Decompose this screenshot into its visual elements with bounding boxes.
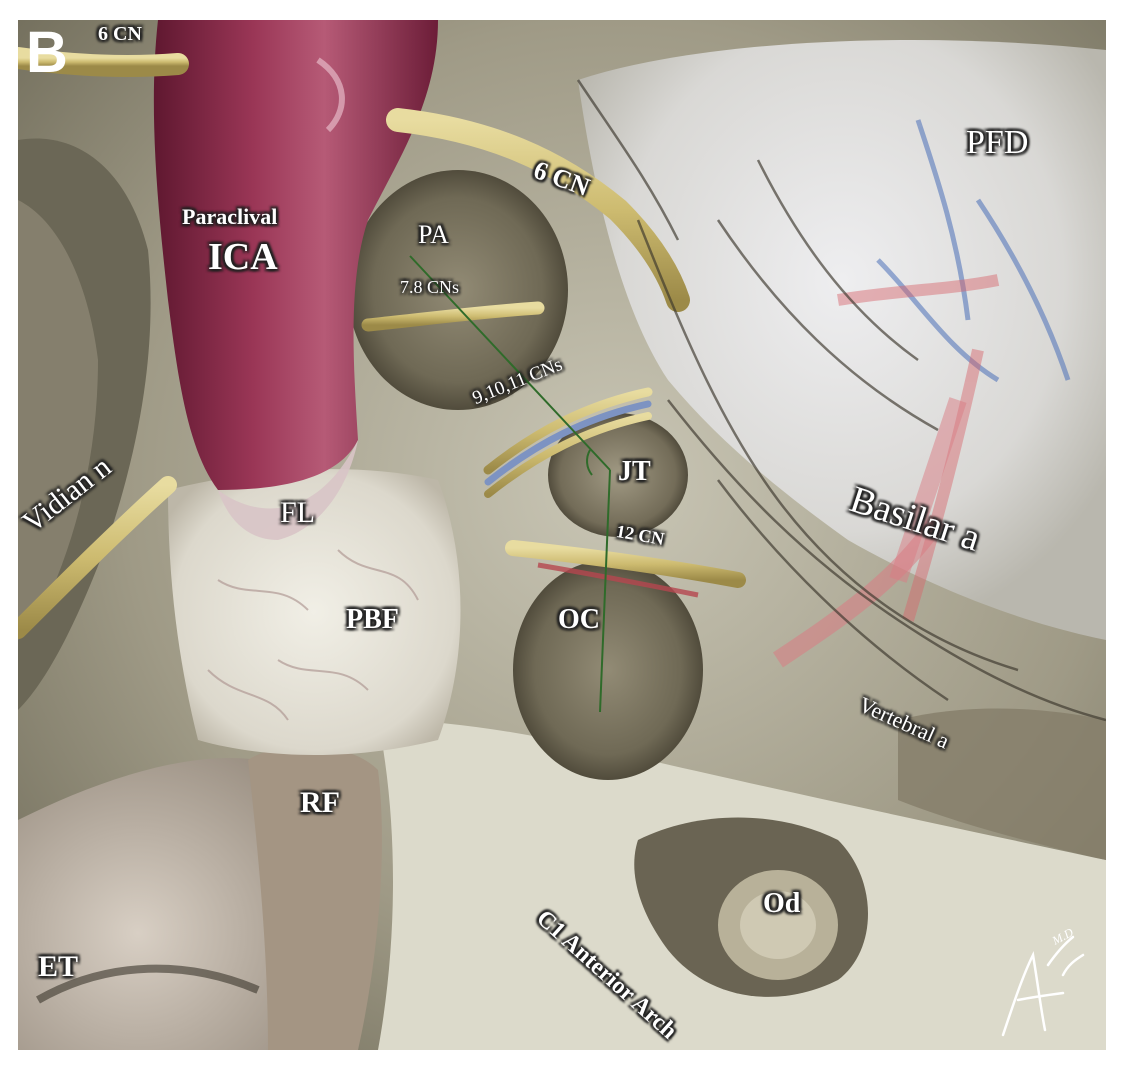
label-fl: FL [280, 496, 316, 529]
artist-signature: M.D [1001, 925, 1085, 1037]
label-6-cn-top: 6 CN [98, 23, 142, 45]
label-pfd: PFD [966, 124, 1029, 161]
illustration-artwork [18, 20, 1106, 1050]
label-paraclival: Paraclival [182, 204, 278, 229]
panel-letter: B [26, 20, 68, 85]
label-et: ET [38, 950, 79, 983]
label-pbf: PBF [346, 604, 399, 635]
label-ica: ICA [208, 236, 278, 278]
label-oc: OC [558, 604, 600, 635]
label-7-8-cns: 7.8 CNs [400, 277, 460, 297]
label-od: Od [763, 888, 801, 919]
label-pa: PA [418, 220, 449, 249]
anatomical-illustration: B 6 CN 6 CN PFD Paraclival ICA PA 7.8 CN… [18, 20, 1106, 1050]
label-rf: RF [300, 786, 340, 819]
label-jt: JT [618, 456, 651, 487]
svg-text:M.D: M.D [1049, 925, 1076, 948]
